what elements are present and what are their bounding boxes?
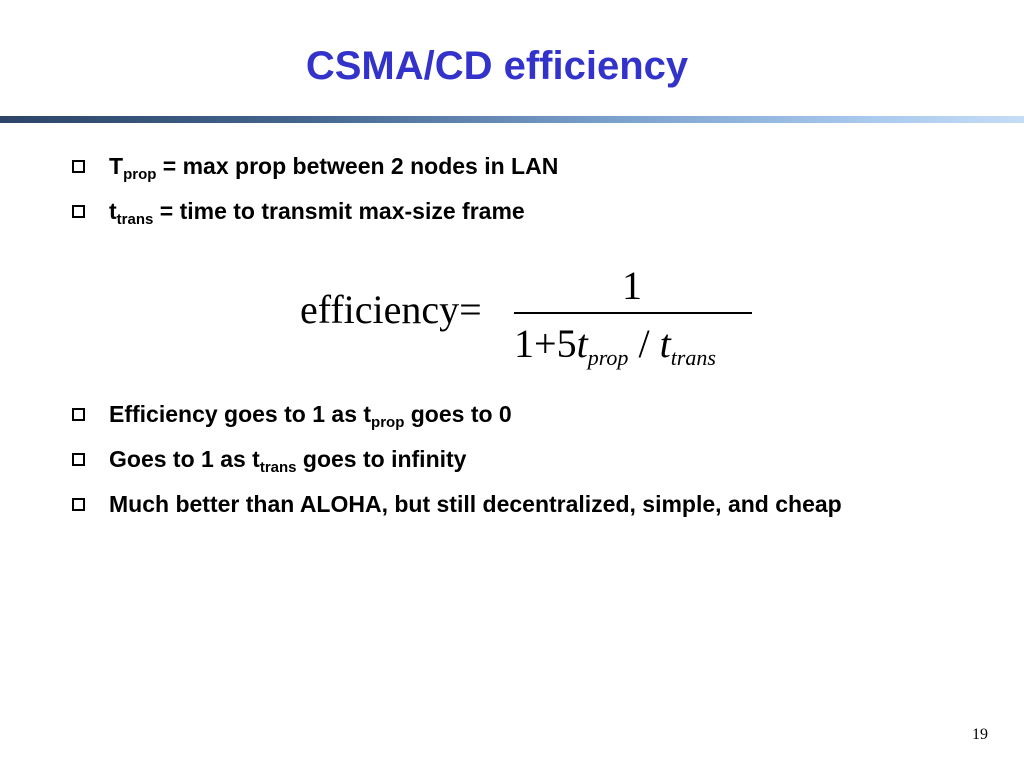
formula-numerator: 1: [622, 263, 642, 308]
slide-title: CSMA/CD efficiency: [305, 44, 689, 88]
efficiency-formula: efficiency= 1 1+5tprop / ttrans: [300, 262, 770, 372]
bullet-text: Goes to 1 as ttrans goes to infinity: [109, 446, 467, 476]
formula-denominator: 1+5tprop / ttrans: [514, 321, 716, 370]
title-divider: [0, 116, 1024, 123]
bullet-ttrans: ttrans = time to transmit max-size frame: [72, 195, 902, 228]
bullet-text: Tprop = max prop between 2 nodes in LAN: [109, 153, 559, 183]
bullet-text: Efficiency goes to 1 as tprop goes to 0: [109, 401, 512, 431]
checkbox-bullet-icon: [72, 498, 85, 511]
formula-lhs: efficiency=: [300, 287, 482, 332]
bullet-aloha: Much better than ALOHA, but still decent…: [72, 488, 902, 521]
checkbox-bullet-icon: [72, 160, 85, 173]
bullet-efficiency-prop: Efficiency goes to 1 as tprop goes to 0: [72, 398, 902, 431]
page-number: 19: [972, 726, 988, 743]
checkbox-bullet-icon: [72, 408, 85, 421]
checkbox-bullet-icon: [72, 205, 85, 218]
bullet-text: Much better than ALOHA, but still decent…: [109, 491, 842, 517]
checkbox-bullet-icon: [72, 453, 85, 466]
bullet-trans-infinity: Goes to 1 as ttrans goes to infinity: [72, 443, 902, 476]
fraction-bar: [514, 312, 752, 314]
bullet-tprop: Tprop = max prop between 2 nodes in LAN: [72, 150, 902, 183]
bullet-text: ttrans = time to transmit max-size frame: [109, 198, 525, 228]
